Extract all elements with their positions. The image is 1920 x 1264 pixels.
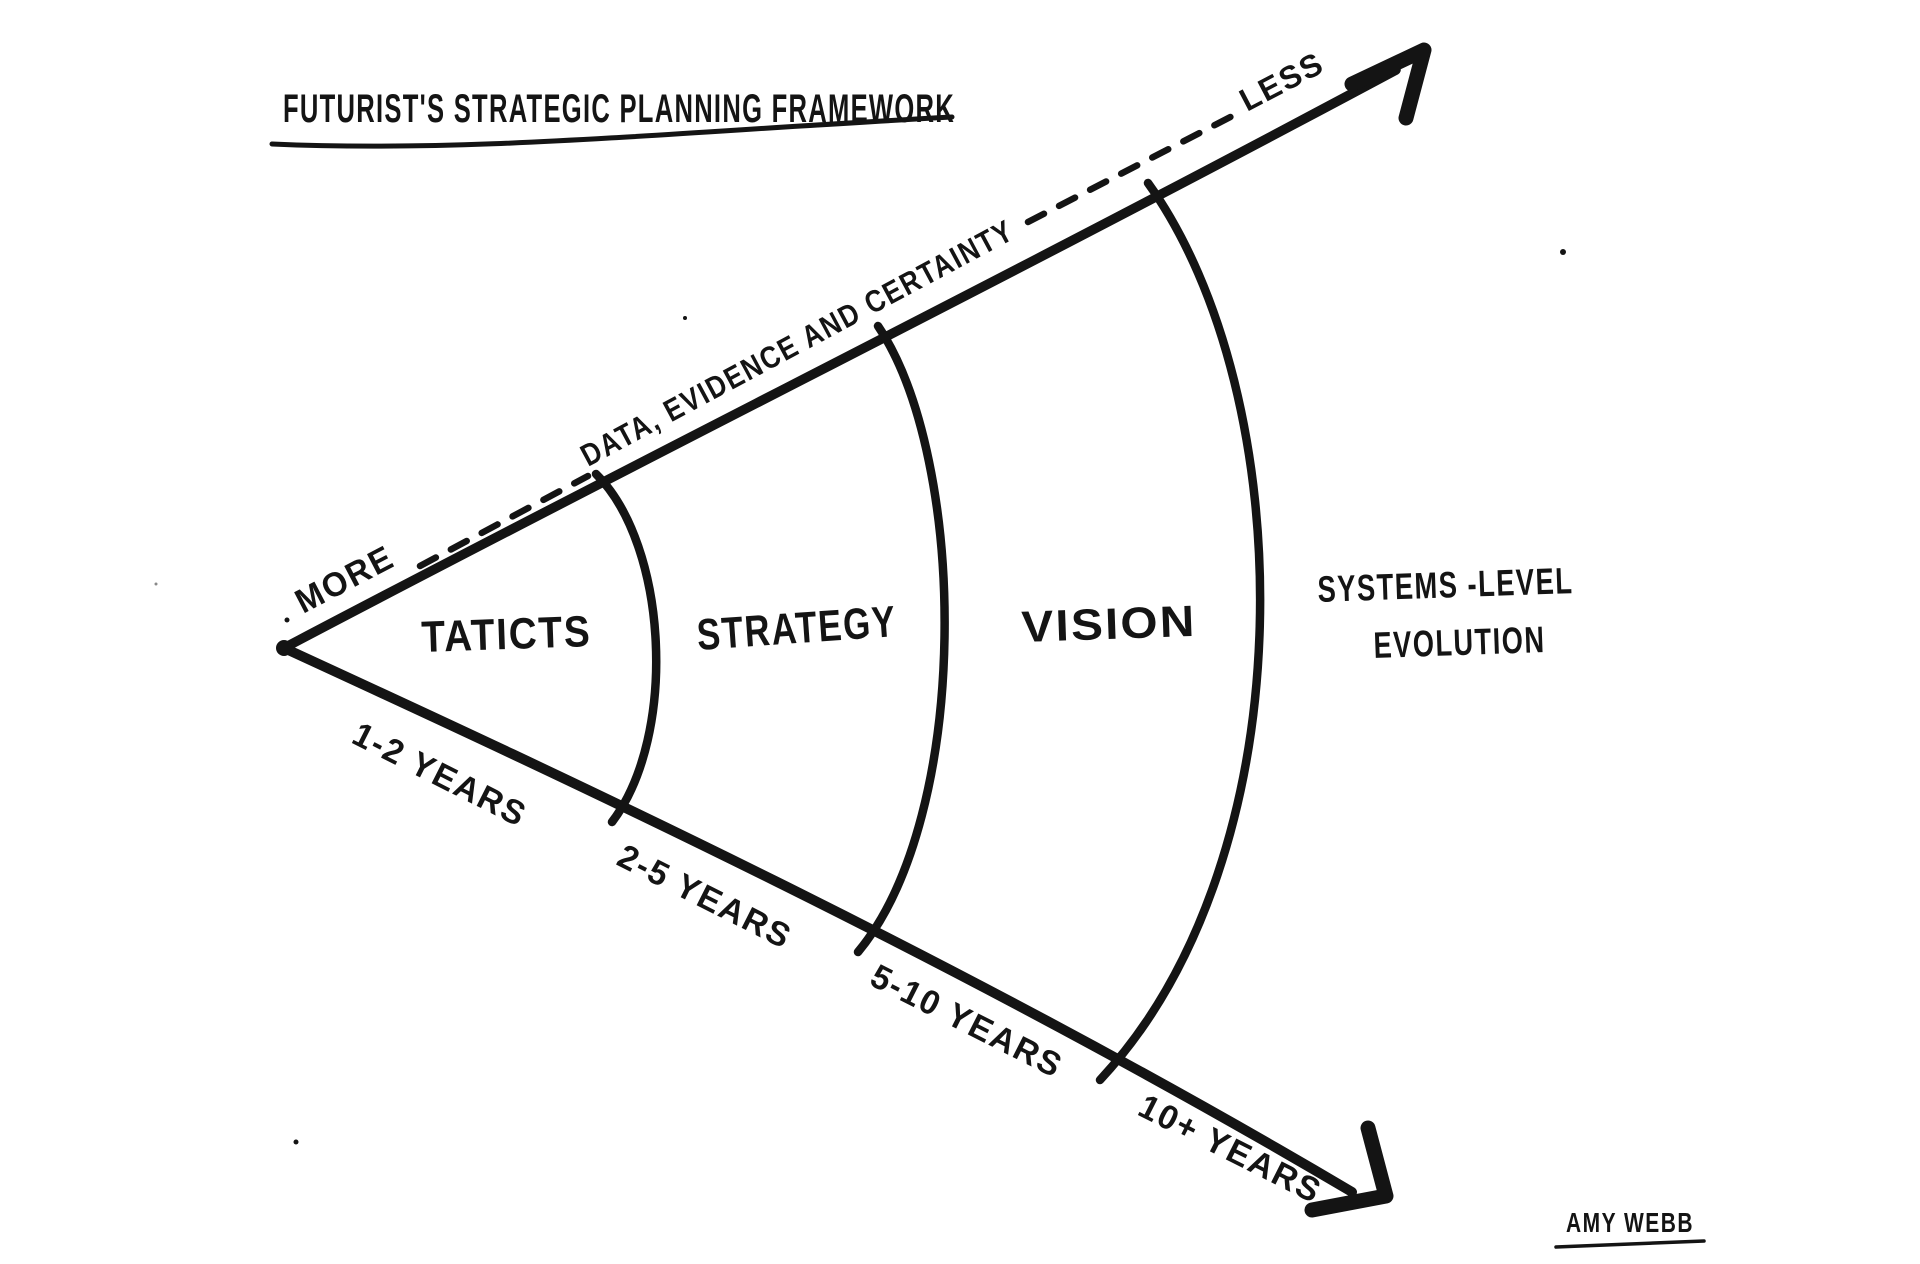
certainty-axis-arrowhead: [1344, 42, 1432, 126]
certainty-axis-line: [279, 65, 1401, 653]
ink-speck: [293, 1139, 299, 1145]
ink-speck: [284, 617, 290, 623]
certainty-dashes-left: [416, 472, 592, 570]
ink-speck: [1560, 249, 1566, 255]
year-label-10-plus: 10+ YEARS: [1132, 1087, 1328, 1211]
section-label-strategy: STRATEGY: [695, 597, 898, 660]
less-label: LESS: [1234, 45, 1330, 119]
signature: AMY WEBB: [1566, 1207, 1694, 1238]
certainty-axis-label: DATA, EVIDENCE AND CERTAINTY: [575, 213, 1020, 474]
section-label-systems-level-line2: EVOLUTION: [1373, 619, 1546, 666]
cone-apex: [276, 640, 292, 656]
time-axis-arrowhead: [1304, 1120, 1394, 1218]
ink-speck: [683, 316, 687, 320]
section-label-tactics: TATICTS: [421, 607, 593, 662]
ink-speck: [154, 582, 158, 586]
arc-vision-systems: [1095, 178, 1265, 1085]
more-label: MORE: [289, 538, 401, 621]
signature-underline: [1554, 1239, 1706, 1249]
arc-tactics-strategy: [591, 469, 661, 827]
title-underline: [269, 114, 955, 149]
time-axis-line: [279, 643, 1357, 1197]
arc-strategy-vision: [853, 321, 949, 957]
section-label-systems-level-line1: SYSTEMS -LEVEL: [1317, 560, 1574, 610]
certainty-dashes-right: [1024, 108, 1244, 226]
year-label-1-2: 1-2 YEARS: [346, 715, 533, 835]
year-label-2-5: 2-5 YEARS: [611, 837, 798, 957]
section-label-vision: VISION: [1021, 597, 1198, 652]
